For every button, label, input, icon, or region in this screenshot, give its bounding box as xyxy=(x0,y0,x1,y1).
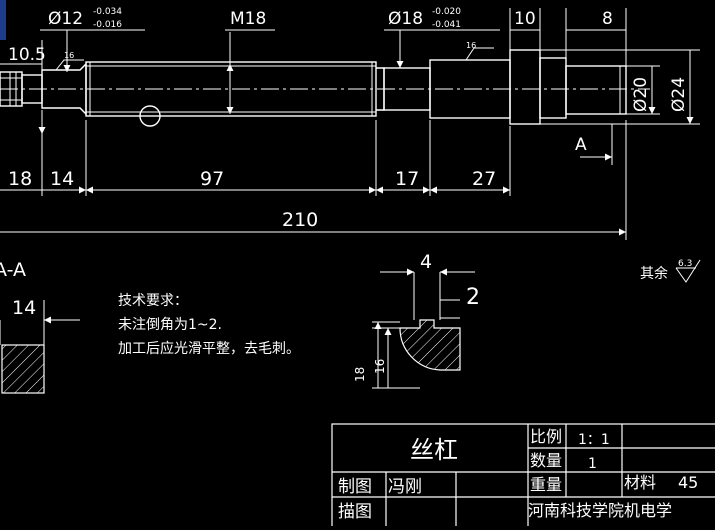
rest-roughness-label: 其余 xyxy=(640,265,668,282)
right-dimensions: Ø20 Ø24 A xyxy=(540,49,700,165)
dim-l14: 14 xyxy=(50,168,74,190)
detail-h18: 18 xyxy=(353,367,367,382)
dim-d12-lower: -0.016 xyxy=(93,20,122,30)
section-mark-a: A xyxy=(575,135,587,155)
qty-label: 数量 xyxy=(530,451,562,470)
notes-line-2: 加工后应光滑平整，去毛刺。 xyxy=(118,340,300,357)
notes-line-1: 未注倒角为1~2. xyxy=(118,317,222,333)
material-label: 材料 xyxy=(624,473,656,492)
detail-w4: 4 xyxy=(420,251,432,273)
dim-d12-upper: -0.034 xyxy=(93,7,122,17)
shaft-outline xyxy=(0,49,627,127)
groove-detail: 4 2 18 16 xyxy=(353,251,480,389)
title-block: 丝杠 比例 1：1 数量 1 重量 材料 45 制图 冯刚 描图 河南科技学院机… xyxy=(331,423,715,530)
traced-label: 描图 xyxy=(338,502,372,522)
dim-l27: 27 xyxy=(472,168,496,190)
rest-roughness-value: 6.3 xyxy=(678,259,692,269)
dim-l17: 17 xyxy=(395,168,419,190)
scale-label: 比例 xyxy=(530,427,562,446)
dim-d18: Ø18 xyxy=(388,9,423,29)
dim-l18: 18 xyxy=(8,168,32,190)
rest-roughness: 其余 6.3 xyxy=(640,259,701,283)
dim-m18: M18 xyxy=(230,9,266,29)
dim-w10: 10 xyxy=(514,9,536,29)
detail-d2: 2 xyxy=(466,285,480,310)
dim-d20: Ø20 xyxy=(631,77,651,112)
technical-notes: 技术要求： 未注倒角为1~2. 加工后应光滑平整，去毛刺。 xyxy=(118,293,300,357)
qty-value: 1 xyxy=(588,456,597,472)
top-dimensions: Ø12 -0.034 -0.016 M18 Ø18 -0.020 -0.041 … xyxy=(0,7,627,134)
dim-d24: Ø24 xyxy=(669,77,689,112)
dim-d12: Ø12 xyxy=(48,9,83,29)
section-a-a: A-A 14 xyxy=(0,259,80,394)
dim-w8: 8 xyxy=(602,9,613,29)
drawn-name: 冯刚 xyxy=(388,477,422,497)
dim-d18-lower: -0.041 xyxy=(432,20,461,30)
section-width: 14 xyxy=(12,297,36,319)
roughness-16-a: 16 xyxy=(64,51,74,60)
dim-w10-5: 10.5 xyxy=(8,45,46,65)
dim-l210: 210 xyxy=(282,209,318,231)
dim-l97: 97 xyxy=(200,168,224,190)
section-title: A-A xyxy=(0,259,26,281)
detail-h16: 16 xyxy=(373,359,387,374)
viewport-corner xyxy=(0,0,6,40)
part-name: 丝杠 xyxy=(410,436,458,464)
dim-d18-upper: -0.020 xyxy=(432,7,461,17)
material-value: 45 xyxy=(678,473,698,492)
scale-value: 1：1 xyxy=(578,432,610,448)
weight-label: 重量 xyxy=(530,475,562,494)
drawn-label: 制图 xyxy=(338,477,372,497)
school-name: 河南科技学院机电学 xyxy=(528,501,672,520)
notes-heading: 技术要求： xyxy=(118,293,188,309)
bottom-dimensions: 18 14 97 17 27 210 xyxy=(0,116,627,240)
roughness-16-b: 16 xyxy=(466,41,476,50)
